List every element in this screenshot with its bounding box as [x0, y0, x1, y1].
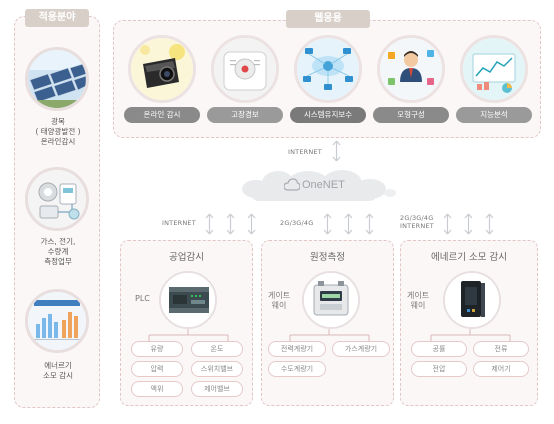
- cloud-icon: [284, 178, 300, 191]
- solar-caption-line: 광복: [51, 117, 65, 126]
- gateway-label-2: 게이트 웨이: [407, 291, 429, 311]
- energy-caption: 에너르기 소모 감시: [15, 361, 101, 381]
- gateway-label-line: 게이트: [407, 291, 430, 300]
- online-monitoring-label: 온라인 감시: [124, 107, 200, 123]
- link-double-arrow: [464, 213, 473, 235]
- pill-voltage: 전압: [411, 361, 467, 377]
- businessman-image: [377, 35, 445, 103]
- alarm-device-image: [211, 35, 279, 103]
- energy-tree-lines: [430, 329, 511, 343]
- link-double-arrow: [247, 213, 256, 235]
- link-double-arrow: [443, 213, 452, 235]
- link-label-energy: 2G/3G/4G INTERNET: [400, 214, 434, 230]
- gateway-label-line: 웨이: [271, 301, 287, 310]
- pill-current: 전류: [473, 341, 529, 357]
- link-double-arrow: [226, 213, 235, 235]
- industrial-monitoring-panel: 공업감시 PLC 유량 온도 압력 스위치밸브 액위 제어밸브: [120, 240, 253, 406]
- pill-temperature: 온도: [191, 341, 243, 357]
- pill-flow: 유량: [131, 341, 183, 357]
- web-applications-panel: 웹응용 온라인 감시: [113, 10, 541, 138]
- model-construction-label: 모형구성: [373, 107, 449, 123]
- application-fields-title: 적용분야: [25, 9, 89, 27]
- energy-monitoring-panel: 에네르기 소모 감시 게이트 웨이 공률 전류 전압 제어기: [400, 240, 538, 406]
- solar-caption: 광복 ( 태양광발전 ) 온라인감시: [15, 117, 101, 147]
- meters-caption-line: 측정업무: [44, 257, 72, 266]
- solar-farm-image: [25, 47, 89, 111]
- analytics-image: [460, 35, 528, 103]
- meters-caption-line: 가스, 전기,: [40, 237, 76, 246]
- link-double-arrow: [344, 213, 353, 235]
- camera-image: [128, 35, 196, 103]
- pill-power-meter: 전력계량기: [268, 341, 326, 357]
- energy-dashboard-image: [25, 289, 89, 353]
- plc-label: PLC: [135, 294, 150, 304]
- meters-image: [25, 167, 89, 231]
- link-label-energy-line: 2G/3G/4G: [400, 214, 434, 222]
- onenet-label: OneNET: [302, 179, 345, 191]
- remote-tree-lines: [289, 329, 370, 343]
- web-item-system-maintenance: 시스템유지보수: [290, 35, 366, 123]
- solar-caption-line: ( 태양광발전 ): [35, 127, 81, 136]
- pill-controller: 제어기: [473, 361, 529, 377]
- energy-monitoring-title: 에네르기 소모 감시: [431, 252, 507, 263]
- top-double-arrow: [332, 140, 341, 162]
- pill-gas-meter: 가스계량기: [332, 341, 390, 357]
- pill-power: 공률: [411, 341, 467, 357]
- web-item-fault-alarm: 고장경보: [207, 35, 283, 123]
- meters-caption-line: 수량계: [47, 247, 69, 256]
- plc-label-line: PLC: [135, 294, 150, 303]
- pill-water-meter: 수도계량기: [268, 361, 326, 377]
- solar-caption-line: 온라인감시: [40, 137, 76, 146]
- pill-switch-valve: 스위치밸브: [191, 361, 243, 377]
- gateway-label-line: 게이트: [268, 291, 291, 300]
- industrial-monitoring-title: 공업감시: [169, 252, 204, 263]
- remote-metering-panel: 원정측정 게이트 웨이 전력계량기 가스계량기 수도계량기: [261, 240, 394, 406]
- meters-caption: 가스, 전기, 수량계 측정업무: [15, 237, 101, 267]
- pill-pressure: 압력: [131, 361, 183, 377]
- plc-device-image: [159, 271, 217, 329]
- energy-caption-line: 에너르기: [44, 361, 72, 370]
- web-item-model-construction: 모형구성: [373, 35, 449, 123]
- cloud-network-image: [294, 35, 362, 103]
- gas-meter-image: [302, 271, 360, 329]
- onenet-cloud: [242, 170, 396, 201]
- link-label-industrial: INTERNET: [162, 219, 196, 227]
- web-item-online-monitoring: 온라인 감시: [124, 35, 200, 123]
- link-label-remote: 2G/3G/4G: [280, 219, 314, 227]
- link-double-arrow: [323, 213, 332, 235]
- intelligent-analysis-label: 지능분석: [456, 107, 532, 123]
- fault-alarm-label: 고장경보: [207, 107, 283, 123]
- application-fields-panel: 적용분야 광복 ( 태양광발전 ) 온라인감시: [14, 9, 101, 408]
- gateway-label-line: 웨이: [410, 301, 426, 310]
- industrial-tree-lines: [148, 329, 229, 343]
- pill-control-valve: 제어밸브: [191, 381, 243, 397]
- pill-level: 액위: [131, 381, 183, 397]
- link-label-energy-line: INTERNET: [400, 222, 434, 230]
- link-double-arrow: [365, 213, 374, 235]
- web-applications-title: 웹응용: [286, 10, 370, 28]
- gateway-label: 게이트 웨이: [268, 291, 290, 311]
- system-maintenance-label: 시스템유지보수: [290, 107, 366, 123]
- link-double-arrow: [205, 213, 214, 235]
- remote-metering-title: 원정측정: [310, 252, 345, 263]
- energy-caption-line: 소모 감시: [43, 371, 73, 380]
- gateway-device-image: [443, 271, 501, 329]
- top-internet-label: INTERNET: [288, 148, 322, 156]
- link-double-arrow: [485, 213, 494, 235]
- web-item-intelligent-analysis: 지능분석: [456, 35, 532, 123]
